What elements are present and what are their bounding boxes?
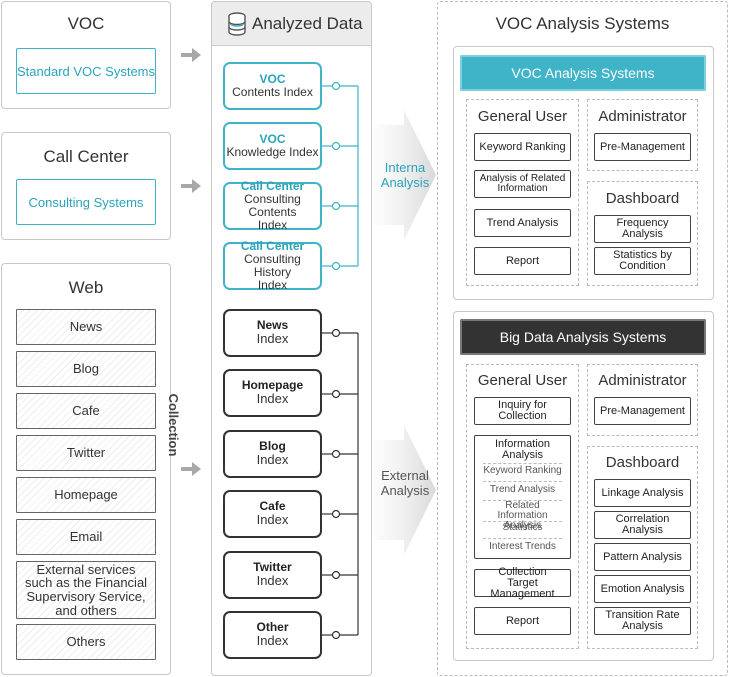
web-arrow-icon <box>181 462 201 476</box>
bigdata-emotion-analysis: Emotion Analysis <box>594 575 691 603</box>
information-analysis-title: Information Analysis <box>494 438 551 461</box>
voc-source-panel: VOC Standard VOC Systems <box>1 1 171 109</box>
info-trend-analysis: Trend Analysis <box>489 484 556 495</box>
call-center-source-panel: Call Center Consulting Systems <box>1 132 171 240</box>
bigdata-pattern-analysis: Pattern Analysis <box>594 543 691 571</box>
voc-frequency-analysis: Frequency Analysis <box>594 215 691 243</box>
web-item-twitter: Twitter <box>16 435 156 471</box>
web-item-cafe: Cafe <box>16 393 156 429</box>
voc-keyword-ranking: Keyword Ranking <box>474 133 571 161</box>
external-analysis-arrow-icon <box>374 425 436 555</box>
bigdata-transition-rate-analysis: Transition Rate Analysis <box>594 607 691 635</box>
web-item-external-services: External services such as the Financial … <box>16 561 156 619</box>
voc-source-title: VOC <box>67 14 105 33</box>
voc-analysis-systems-title: VOC Analysis Systems <box>495 14 670 33</box>
database-icon <box>228 12 246 36</box>
news-index: News Index <box>223 309 322 357</box>
bigdata-inquiry-for-collection: Inquiry for Collection <box>474 397 571 425</box>
blog-index: Blog Index <box>223 430 322 478</box>
standard-voc-systems-box: Standard VOC Systems <box>16 48 156 94</box>
cafe-index: Cafe Index <box>223 490 322 538</box>
bigdata-report: Report <box>474 607 571 635</box>
collection-label: Collection <box>166 393 181 457</box>
bigdata-linkage-analysis: Linkage Analysis <box>594 479 691 507</box>
web-item-news: News <box>16 309 156 345</box>
voc-general-user-title: General User <box>477 108 568 125</box>
bigdata-information-analysis-group: Information Analysis Keyword Ranking Tre… <box>474 435 571 559</box>
consulting-systems-box: Consulting Systems <box>16 179 156 225</box>
voc-trend-analysis: Trend Analysis <box>474 209 571 237</box>
bigdata-pre-management: Pre-Management <box>594 397 691 425</box>
voc-arrow-icon <box>181 48 201 62</box>
voc-analysis-related-info: Analysis of Related Information <box>474 170 571 198</box>
info-keyword-ranking: Keyword Ranking <box>483 465 562 476</box>
call-center-title: Call Center <box>43 147 129 166</box>
internal-analysis-label: Interna Analysis <box>380 160 430 190</box>
web-item-homepage: Homepage <box>16 477 156 513</box>
info-related-information-analysis: Related Information Analysis <box>497 500 548 531</box>
web-item-others: Others <box>16 624 156 660</box>
homepage-index: Homepage Index <box>223 369 322 417</box>
analyzed-data-title: Analyzed Data <box>252 14 363 33</box>
bigdata-dashboard-title: Dashboard <box>605 454 680 471</box>
internal-analysis-arrow-icon <box>374 110 436 240</box>
bigdata-collection-target-management: Collection Target Management <box>474 566 571 599</box>
bigdata-general-user-title: General User <box>477 372 568 389</box>
bigdata-correlation-analysis: Correlation Analysis <box>594 511 691 539</box>
web-item-email: Email <box>16 519 156 555</box>
voc-administrator-title: Administrator <box>598 108 687 125</box>
voc-contents-index: VOC Contents Index <box>223 62 322 110</box>
bigdata-administrator-title: Administrator <box>598 372 687 389</box>
call-center-consulting-history-index: Call Center Consulting History Index <box>223 239 322 292</box>
external-analysis-label: External Analysis <box>380 468 430 498</box>
voc-dashboard-title: Dashboard <box>605 190 680 207</box>
index-connector-lines <box>322 81 359 640</box>
twitter-index: Twitter Index <box>223 551 322 599</box>
voc-report: Report <box>474 247 571 275</box>
call-center-consulting-contents-index: Call Center Consulting Contents Index <box>223 179 322 232</box>
voc-knowledge-index: VOC Knowledge Index <box>223 122 322 170</box>
info-statistics: Statistics <box>502 522 543 533</box>
web-title: Web <box>68 278 104 297</box>
voc-subsystem-header: VOC Analysis Systems <box>460 55 706 91</box>
info-interest-trends: Interest Trends <box>489 541 556 552</box>
voc-statistics-by-condition: Statistics by Condition <box>594 247 691 275</box>
bigdata-subsystem-header: Big Data Analysis Systems <box>460 319 706 355</box>
other-index: Other Index <box>223 611 322 659</box>
web-item-blog: Blog <box>16 351 156 387</box>
call-center-arrow-icon <box>181 179 201 193</box>
voc-pre-management: Pre-Management <box>594 133 691 161</box>
